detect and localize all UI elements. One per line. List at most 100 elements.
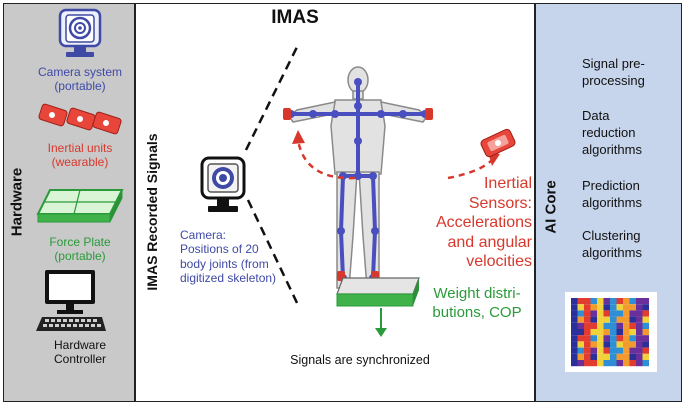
force-plate-label: Force Plate (portable)	[49, 235, 111, 264]
force-plate-icon	[336, 277, 420, 307]
heatmap-cell	[642, 316, 649, 323]
inertial-units-label: Inertial units (wearable)	[47, 141, 113, 170]
heatmap-cell	[642, 304, 649, 311]
heatmap-cell	[571, 360, 578, 367]
heatmap-cell	[597, 298, 604, 305]
heatmap-cell	[584, 310, 591, 317]
heatmap-cell	[623, 360, 630, 367]
heatmap-cell	[636, 360, 643, 367]
heatmap-cell	[577, 360, 584, 367]
heatmap-cell	[642, 353, 649, 360]
heatmap-cell	[616, 298, 623, 305]
heatmap-cell	[603, 353, 610, 360]
heatmap-cell	[603, 341, 610, 348]
heatmap-cell	[597, 304, 604, 311]
force-plate-icon	[36, 189, 124, 223]
heatmap-cell	[590, 360, 597, 367]
heatmap-cell	[610, 347, 617, 354]
heatmap-cell	[584, 353, 591, 360]
heatmap-cell	[623, 304, 630, 311]
heatmap-cell	[577, 353, 584, 360]
heatmap-cell	[623, 298, 630, 305]
heatmap-cell	[623, 316, 630, 323]
heatmap-cell	[597, 329, 604, 336]
heatmap-cell	[642, 322, 649, 329]
heatmap-cell	[590, 347, 597, 354]
heatmap-cell	[610, 353, 617, 360]
heatmap-cell	[629, 304, 636, 311]
heatmap-cell	[603, 335, 610, 342]
heatmap-cell	[616, 353, 623, 360]
heatmap-cell	[597, 347, 604, 354]
heatmap-cell	[597, 316, 604, 323]
heatmap-cell	[610, 322, 617, 329]
heatmap-cell	[629, 360, 636, 367]
heatmap-cell	[597, 341, 604, 348]
heatmap-cell	[616, 304, 623, 311]
heatmap-cell	[571, 298, 578, 305]
heatmap-cell	[603, 322, 610, 329]
heatmap-cell	[623, 341, 630, 348]
monitor-icon	[45, 270, 95, 314]
heatmap-cell	[603, 360, 610, 367]
heatmap-cell	[636, 304, 643, 311]
heatmap-cell	[571, 341, 578, 348]
heatmap-thumbnail	[565, 292, 657, 372]
heatmap-cell	[577, 298, 584, 305]
heatmap-cell	[610, 304, 617, 311]
heatmap-cell	[616, 347, 623, 354]
heatmap-cell	[616, 341, 623, 348]
heatmap-cell	[603, 310, 610, 317]
heatmap-cell	[629, 322, 636, 329]
heatmap-cell	[571, 353, 578, 360]
heatmap-cell	[571, 335, 578, 342]
heatmap-cell	[616, 316, 623, 323]
heatmap-cell	[642, 341, 649, 348]
heatmap-cell	[590, 298, 597, 305]
heatmap-cell	[584, 360, 591, 367]
heatmap-cell	[597, 322, 604, 329]
inertial-sensor-icon	[38, 103, 122, 135]
heatmap-cell	[629, 353, 636, 360]
heatmap-cell	[629, 316, 636, 323]
heatmap-cell	[577, 335, 584, 342]
heatmap-cell	[577, 329, 584, 336]
heatmap-cell	[642, 310, 649, 317]
camera-icon	[200, 156, 246, 212]
heatmap-cell	[590, 329, 597, 336]
heatmap-cell	[577, 322, 584, 329]
heatmap-cell	[597, 353, 604, 360]
heatmap-cell	[571, 316, 578, 323]
heatmap-cell	[590, 322, 597, 329]
inertial-sensor-icon	[480, 128, 516, 158]
heatmap-cell	[584, 298, 591, 305]
camera-system-label: Camera system (portable)	[37, 65, 123, 94]
heatmap-cell	[584, 316, 591, 323]
ai-core-title: AI Core	[542, 180, 560, 234]
heatmap-cell	[584, 347, 591, 354]
camera-signals-text: Camera: Positions of 20 body joints (fro…	[180, 228, 277, 286]
heatmap-cell	[629, 310, 636, 317]
heatmap-cell	[603, 347, 610, 354]
heatmap-cell	[577, 347, 584, 354]
heatmap-cell	[603, 298, 610, 305]
heatmap-cell	[584, 329, 591, 336]
heatmap-cell	[571, 322, 578, 329]
camera-icon	[58, 8, 102, 57]
heatmap-cell	[597, 360, 604, 367]
heatmap-cell	[597, 335, 604, 342]
heatmap-cell	[597, 310, 604, 317]
human-skeleton-figure	[283, 66, 433, 289]
heatmap-cell	[636, 322, 643, 329]
heatmap-cell	[577, 341, 584, 348]
heatmap-cell	[623, 329, 630, 336]
heatmap-cell	[636, 353, 643, 360]
recorded-signals-panel	[135, 3, 535, 402]
ai-item-signal-preprocessing: Signal pre-processing	[582, 56, 645, 88]
imas-title: IMAS	[271, 7, 319, 28]
heatmap-cell	[610, 329, 617, 336]
weight-signals-text: Weight distri- butions, COP	[432, 285, 522, 321]
heatmap-cell	[590, 341, 597, 348]
